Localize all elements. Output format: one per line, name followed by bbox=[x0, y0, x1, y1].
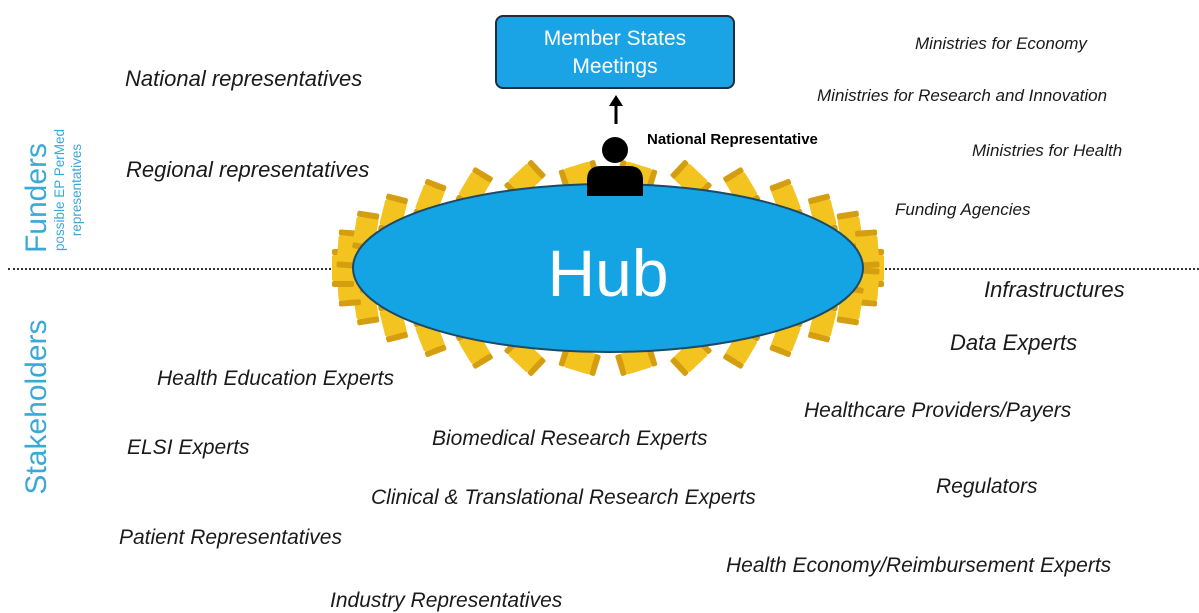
label-national-representatives: National representatives bbox=[125, 66, 363, 91]
arrow-head bbox=[609, 95, 623, 106]
chair bbox=[855, 229, 880, 269]
meetings-line2: Meetings bbox=[572, 55, 658, 78]
label-ministries-research: Ministries for Research and Innovation bbox=[817, 86, 1108, 105]
label-healthcare-providers: Healthcare Providers/Payers bbox=[804, 399, 1072, 422]
label-ministries-health: Ministries for Health bbox=[972, 141, 1123, 160]
label-ministries-economy: Ministries for Economy bbox=[915, 34, 1087, 53]
national-representative-label: National Representative bbox=[647, 131, 818, 148]
label-industry-representatives: Industry Representatives bbox=[330, 589, 563, 612]
label-regulators: Regulators bbox=[936, 475, 1038, 498]
label-elsi-experts: ELSI Experts bbox=[127, 436, 250, 459]
meetings-line1: Member States bbox=[543, 27, 687, 50]
member-states-meetings-box: Member States Meetings bbox=[495, 15, 735, 89]
label-patient-representatives: Patient Representatives bbox=[119, 526, 342, 549]
label-funding-agencies: Funding Agencies bbox=[895, 200, 1031, 219]
label-infrastructures: Infrastructures bbox=[984, 277, 1125, 302]
label-data-experts: Data Experts bbox=[950, 330, 1078, 355]
label-health-economy-experts: Health Economy/Reimbursement Experts bbox=[726, 554, 1112, 577]
label-health-education-experts: Health Education Experts bbox=[157, 367, 394, 390]
label-clinical-experts: Clinical & Translational Research Expert… bbox=[371, 486, 756, 509]
chair-ring bbox=[332, 160, 884, 376]
label-regional-representatives: Regional representatives bbox=[126, 157, 370, 182]
hub-label: Hub bbox=[547, 236, 668, 310]
person-icon bbox=[587, 137, 643, 196]
label-biomedical-experts: Biomedical Research Experts bbox=[432, 427, 708, 450]
